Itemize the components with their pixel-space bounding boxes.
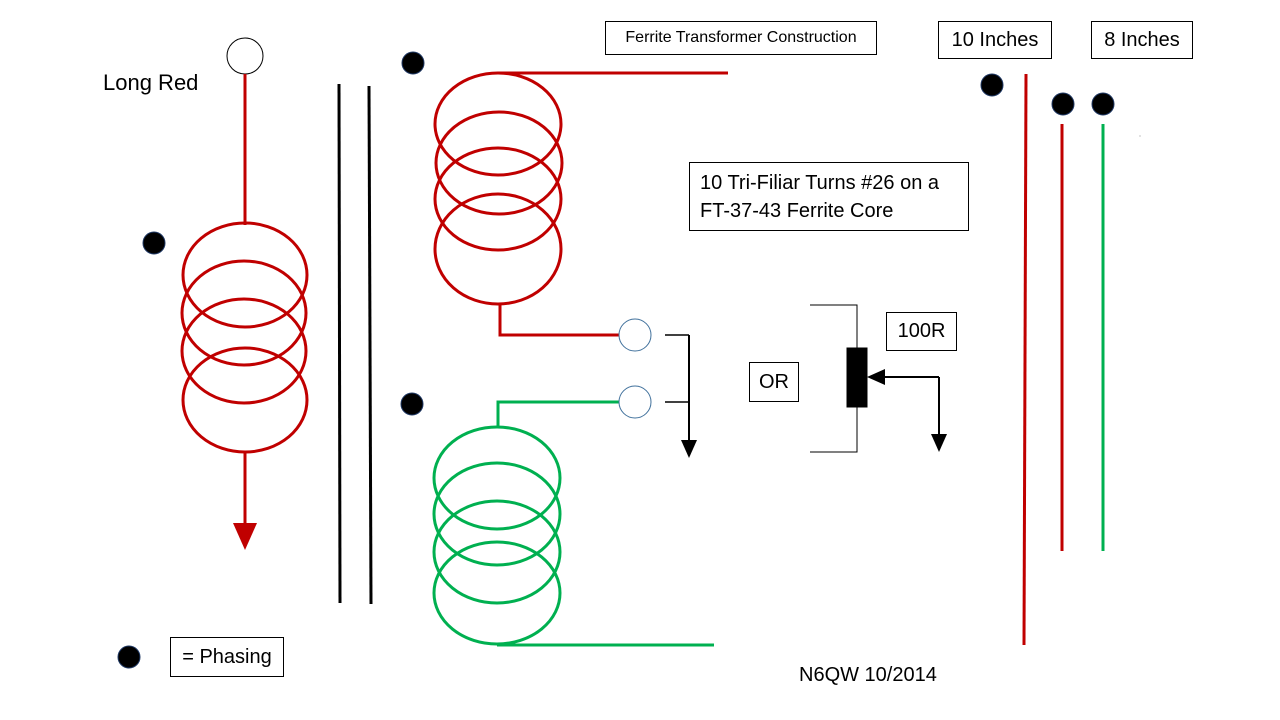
long-red-coil-turn <box>180 297 308 405</box>
long-red-coil-turn <box>181 221 309 329</box>
long-red-start-terminal <box>226 37 264 75</box>
core-bar-left <box>337 83 342 604</box>
core-bar-right <box>367 85 373 605</box>
phasing-dot-long-red <box>142 231 166 255</box>
long-red-coil-turn <box>180 259 308 367</box>
upper-red-coil-turn <box>433 146 563 252</box>
phasing-dot-eight-inch-green <box>1091 92 1115 116</box>
green-lead-top <box>496 400 619 428</box>
eight-inches-label: 8 Inches <box>1091 21 1193 59</box>
phasing-legend: = Phasing <box>170 637 284 677</box>
upper-red-coil-turn <box>433 71 563 177</box>
green-winding <box>432 400 714 647</box>
title-box: Ferrite Transformer Construction <box>605 21 877 55</box>
green-coil-turn <box>432 461 562 567</box>
upper-red-coil-turn <box>434 110 564 216</box>
phasing-dot-eight-inch-red <box>1051 92 1075 116</box>
phasing-dot-upper-red <box>401 51 425 75</box>
winding-spec-line-1: 10 Tri-Filiar Turns #26 on a <box>700 171 939 194</box>
resistor-label: 100R <box>886 312 957 351</box>
phasing-dot-ten-inch <box>980 73 1004 97</box>
phasing-dot-legend <box>117 645 141 669</box>
phasing-dot-green <box>400 392 424 416</box>
green-coil-turn <box>432 425 562 531</box>
upper-red-lead-bottom <box>498 304 619 337</box>
green-coil-turn <box>432 499 562 605</box>
stray-speck <box>1139 135 1141 137</box>
or-label: OR <box>749 362 799 402</box>
diagram-title: Ferrite Transformer Construction <box>625 29 857 46</box>
ten-inch-red-wire <box>1022 73 1028 646</box>
winding-spec-line-2: FT-37-43 Ferrite Core <box>700 199 894 222</box>
long-red-label: Long Red <box>103 70 199 95</box>
pot-lead-bottom <box>810 407 858 453</box>
winding-spec-box: 10 Tri-Filiar Turns #26 on a FT-37-43 Fe… <box>689 162 969 231</box>
green-start-terminal <box>618 385 652 419</box>
long-red-winding <box>180 37 309 550</box>
direct-connection <box>665 334 697 458</box>
upper-red-coil-turn <box>433 192 563 306</box>
upper-red-winding <box>433 71 728 337</box>
credit-label: N6QW 10/2014 <box>799 664 937 686</box>
pot-lead-top <box>810 304 858 348</box>
phasing-dots <box>117 51 1115 669</box>
ten-inches-label: 10 Inches <box>938 21 1052 59</box>
potentiometer-body <box>846 347 868 408</box>
potentiometer-connection <box>810 304 947 453</box>
ferrite-core <box>337 83 373 605</box>
upper-red-end-terminal <box>618 318 652 352</box>
green-coil-turn <box>432 540 562 646</box>
